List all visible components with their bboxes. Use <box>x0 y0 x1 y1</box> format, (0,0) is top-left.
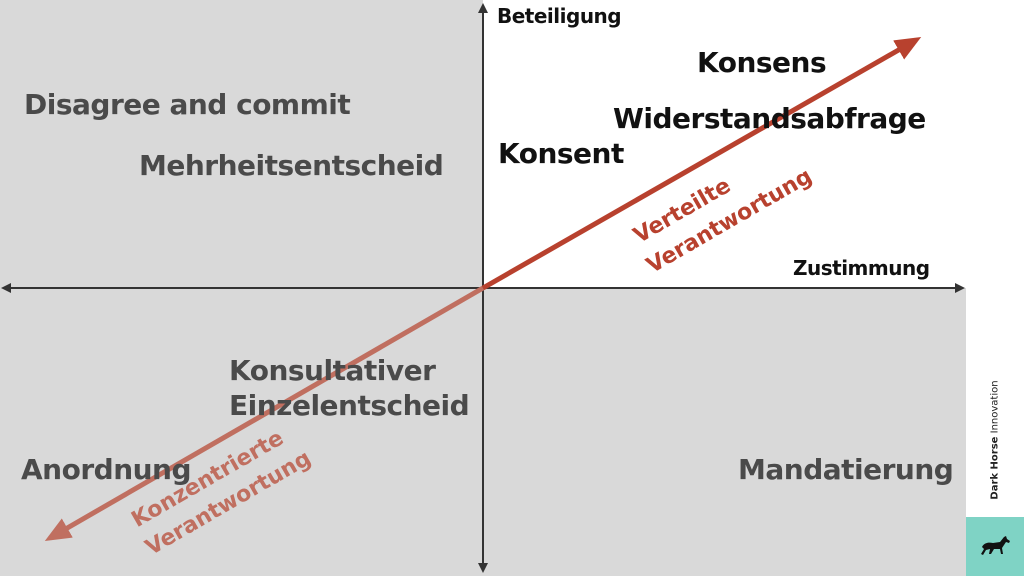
brand-name: Dark Horse Innovation <box>990 380 1001 499</box>
method-konsultativer-line2: Einzelentscheid <box>229 389 470 422</box>
method-konsent: Konsent <box>498 137 624 170</box>
brand-name-rest: Innovation <box>989 380 1001 437</box>
method-konsultativer-line1: Konsultativer <box>229 354 436 387</box>
quadrant-top-left <box>0 0 483 288</box>
method-widerstandsabfrage: Widerstandsabfrage <box>613 102 926 135</box>
method-disagree-and-commit: Disagree and commit <box>24 88 351 121</box>
quadrant-bottom-right <box>483 288 966 576</box>
x-axis-label: Zustimmung <box>793 256 930 280</box>
arrow-distributed-responsibility <box>481 37 922 291</box>
y-axis-label: Beteiligung <box>497 4 622 28</box>
method-mehrheitsentscheid: Mehrheitsentscheid <box>139 149 444 182</box>
horse-icon <box>978 533 1012 561</box>
arrow-concentrated-responsibility <box>44 285 485 542</box>
method-konsens: Konsens <box>697 46 827 79</box>
method-mandatierung: Mandatierung <box>738 453 954 486</box>
brand-logo <box>966 517 1024 576</box>
method-anordnung: Anordnung <box>21 453 192 486</box>
brand-sidebar <box>966 0 1024 576</box>
brand-name-bold: Dark Horse <box>989 436 1001 500</box>
